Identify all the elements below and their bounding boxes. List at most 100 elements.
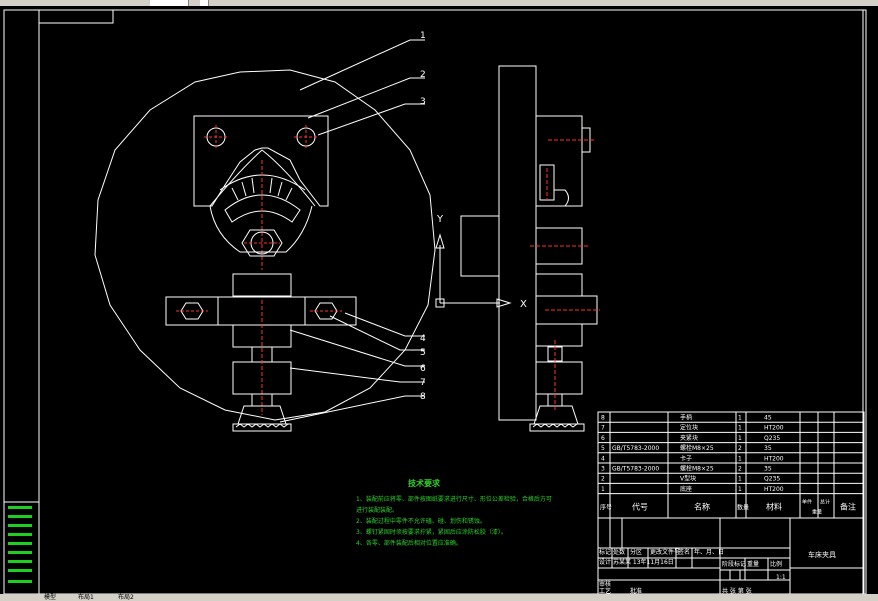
layout-tab-model[interactable]: 模型	[44, 594, 57, 601]
title-block	[597, 517, 865, 595]
parts-table-cell: GB/T5783-2000	[612, 466, 659, 473]
v-block	[193, 115, 329, 207]
svg-text:阶段标记: 阶段标记	[722, 560, 746, 568]
parts-table-cell: 夹紧块	[680, 434, 698, 442]
svg-text:比例: 比例	[770, 560, 782, 568]
svg-text:审核: 审核	[599, 580, 611, 588]
svg-text:Y: Y	[436, 214, 444, 225]
parts-table-cell: HT200	[764, 425, 784, 432]
parts-table-cell: 1	[738, 415, 742, 422]
note-line: 2、装配过程中零件不允许磕、碰、划伤和锈蚀。	[356, 518, 486, 525]
part-label: 3	[420, 97, 426, 107]
parts-table-cell: 3	[601, 466, 605, 473]
parts-table-header: 数量	[737, 504, 749, 512]
parts-table-cell: 1	[738, 425, 742, 432]
parts-table-cell: 定位块	[680, 424, 698, 432]
technical-notes: 1、装配前应将零、部件按图纸要求进行尺寸、形位公差检验，合格后方可 进行装配装配…	[356, 494, 596, 549]
parts-table-cell: 45	[764, 415, 772, 422]
arc-workpiece	[224, 194, 301, 223]
top-toolbar-strip	[0, 0, 878, 6]
parts-table-cell: 螺栓M8×25	[680, 465, 714, 473]
parts-table-cell: V型块	[680, 475, 696, 483]
parts-table-cell: 35	[764, 445, 772, 452]
svg-text:处数: 处数	[613, 548, 625, 556]
svg-text:X: X	[520, 299, 527, 310]
note-line: 3、螺钉紧固时须按要求拧紧，紧固后应涂防松胶（漆）。	[356, 529, 507, 536]
parts-table	[597, 411, 865, 519]
note-line: 4、各零、部件装配后相对位置应准确。	[356, 540, 462, 547]
part-label: 6	[420, 364, 426, 374]
part-label: 4	[420, 334, 426, 344]
part-label: 5	[420, 348, 426, 358]
leader-lines	[279, 39, 425, 423]
side-view-centerlines	[530, 139, 600, 410]
parts-table-cell: 4	[601, 455, 605, 462]
svg-text:签名: 签名	[678, 548, 690, 556]
parts-table-cell: 2	[601, 476, 605, 483]
parts-table-header: 总计	[820, 499, 830, 506]
parts-table-cell: 1	[738, 486, 742, 493]
svg-text:设计: 设计	[599, 558, 611, 566]
parts-table-cell: 1	[738, 435, 742, 442]
left-side-strip	[3, 501, 40, 595]
svg-text:1:1: 1:1	[776, 574, 786, 581]
parts-table-header: 重量	[812, 509, 822, 516]
svg-text:更改文件号: 更改文件号	[650, 548, 680, 556]
parts-table-cell: 1	[738, 455, 742, 462]
title-block-text: 车床夹具 标记 处数 分区 更改文件号 签名 年、月、日 设计 苏某某 13年1…	[599, 548, 836, 595]
toolbar-tab-small[interactable]	[200, 0, 209, 6]
svg-text:标记: 标记	[599, 548, 611, 556]
note-line: 1、装配前应将零、部件按图纸要求进行尺寸、形位公差检验，合格后方可	[356, 496, 552, 503]
part-labels: 1 2 3 4 5 6 7 8	[420, 31, 426, 402]
parts-table-cell: 8	[601, 415, 605, 422]
parts-table-cell: 螺栓M8×25	[680, 444, 714, 452]
parts-table-cell: HT200	[764, 455, 784, 462]
svg-text:重量: 重量	[747, 560, 759, 568]
title-block-title: 车床夹具	[808, 550, 836, 559]
parts-table-cell: 卡子	[680, 454, 692, 462]
parts-table-cell: 35	[764, 466, 772, 473]
parts-table-header: 序号	[600, 504, 612, 512]
side-view	[460, 65, 598, 432]
svg-text:工艺: 工艺	[599, 587, 611, 595]
front-view	[94, 39, 436, 432]
parts-table-header: 名称	[694, 502, 710, 512]
parts-table-header: 单件	[802, 499, 812, 506]
ucs-axis-icon: Y X	[435, 214, 527, 310]
layout-tab-1[interactable]: 布局1	[78, 594, 94, 601]
parts-table-cell: HT200	[764, 486, 784, 493]
parts-table-cell: Q235	[764, 476, 780, 483]
parts-table-cell: 7	[601, 425, 605, 432]
parts-table-cell: GB/T5783-2000	[612, 445, 659, 452]
svg-text:年、月、日: 年、月、日	[694, 548, 724, 556]
notes-title: 技术要求	[408, 479, 440, 488]
parts-table-cell: 2	[738, 445, 742, 452]
svg-text:共 张 第 张: 共 张 第 张	[722, 587, 752, 595]
svg-text:批准: 批准	[630, 587, 642, 595]
base-disc-outline	[94, 69, 436, 421]
parts-table-cell: 6	[601, 435, 605, 442]
status-bar: 模型 布局1 布局2	[0, 594, 878, 601]
parts-table-cell: 底座	[680, 485, 692, 493]
part-label: 2	[420, 70, 426, 80]
hex-nut-center	[241, 229, 283, 257]
parts-table-cell: 1	[601, 486, 605, 493]
parts-table-cell: 2	[738, 466, 742, 473]
part-label: 8	[420, 392, 426, 402]
svg-text:苏某某 13年11月16日: 苏某某 13年11月16日	[613, 558, 674, 566]
handle-base	[232, 423, 292, 432]
part-label: 1	[420, 31, 426, 41]
parts-table-cell: 1	[738, 476, 742, 483]
top-left-label-box	[38, 9, 114, 24]
parts-table-cell: Q235	[764, 435, 780, 442]
note-line: 进行装配装配。	[356, 507, 399, 514]
toolbar-tab[interactable]	[150, 0, 189, 6]
layout-tab-2[interactable]: 布局2	[118, 594, 134, 601]
parts-table-header: 备注	[840, 502, 856, 512]
base-plate-side	[498, 65, 537, 421]
parts-table-cell: 5	[601, 445, 605, 452]
part-label: 7	[420, 378, 426, 388]
parts-table-header: 代号	[632, 502, 648, 512]
